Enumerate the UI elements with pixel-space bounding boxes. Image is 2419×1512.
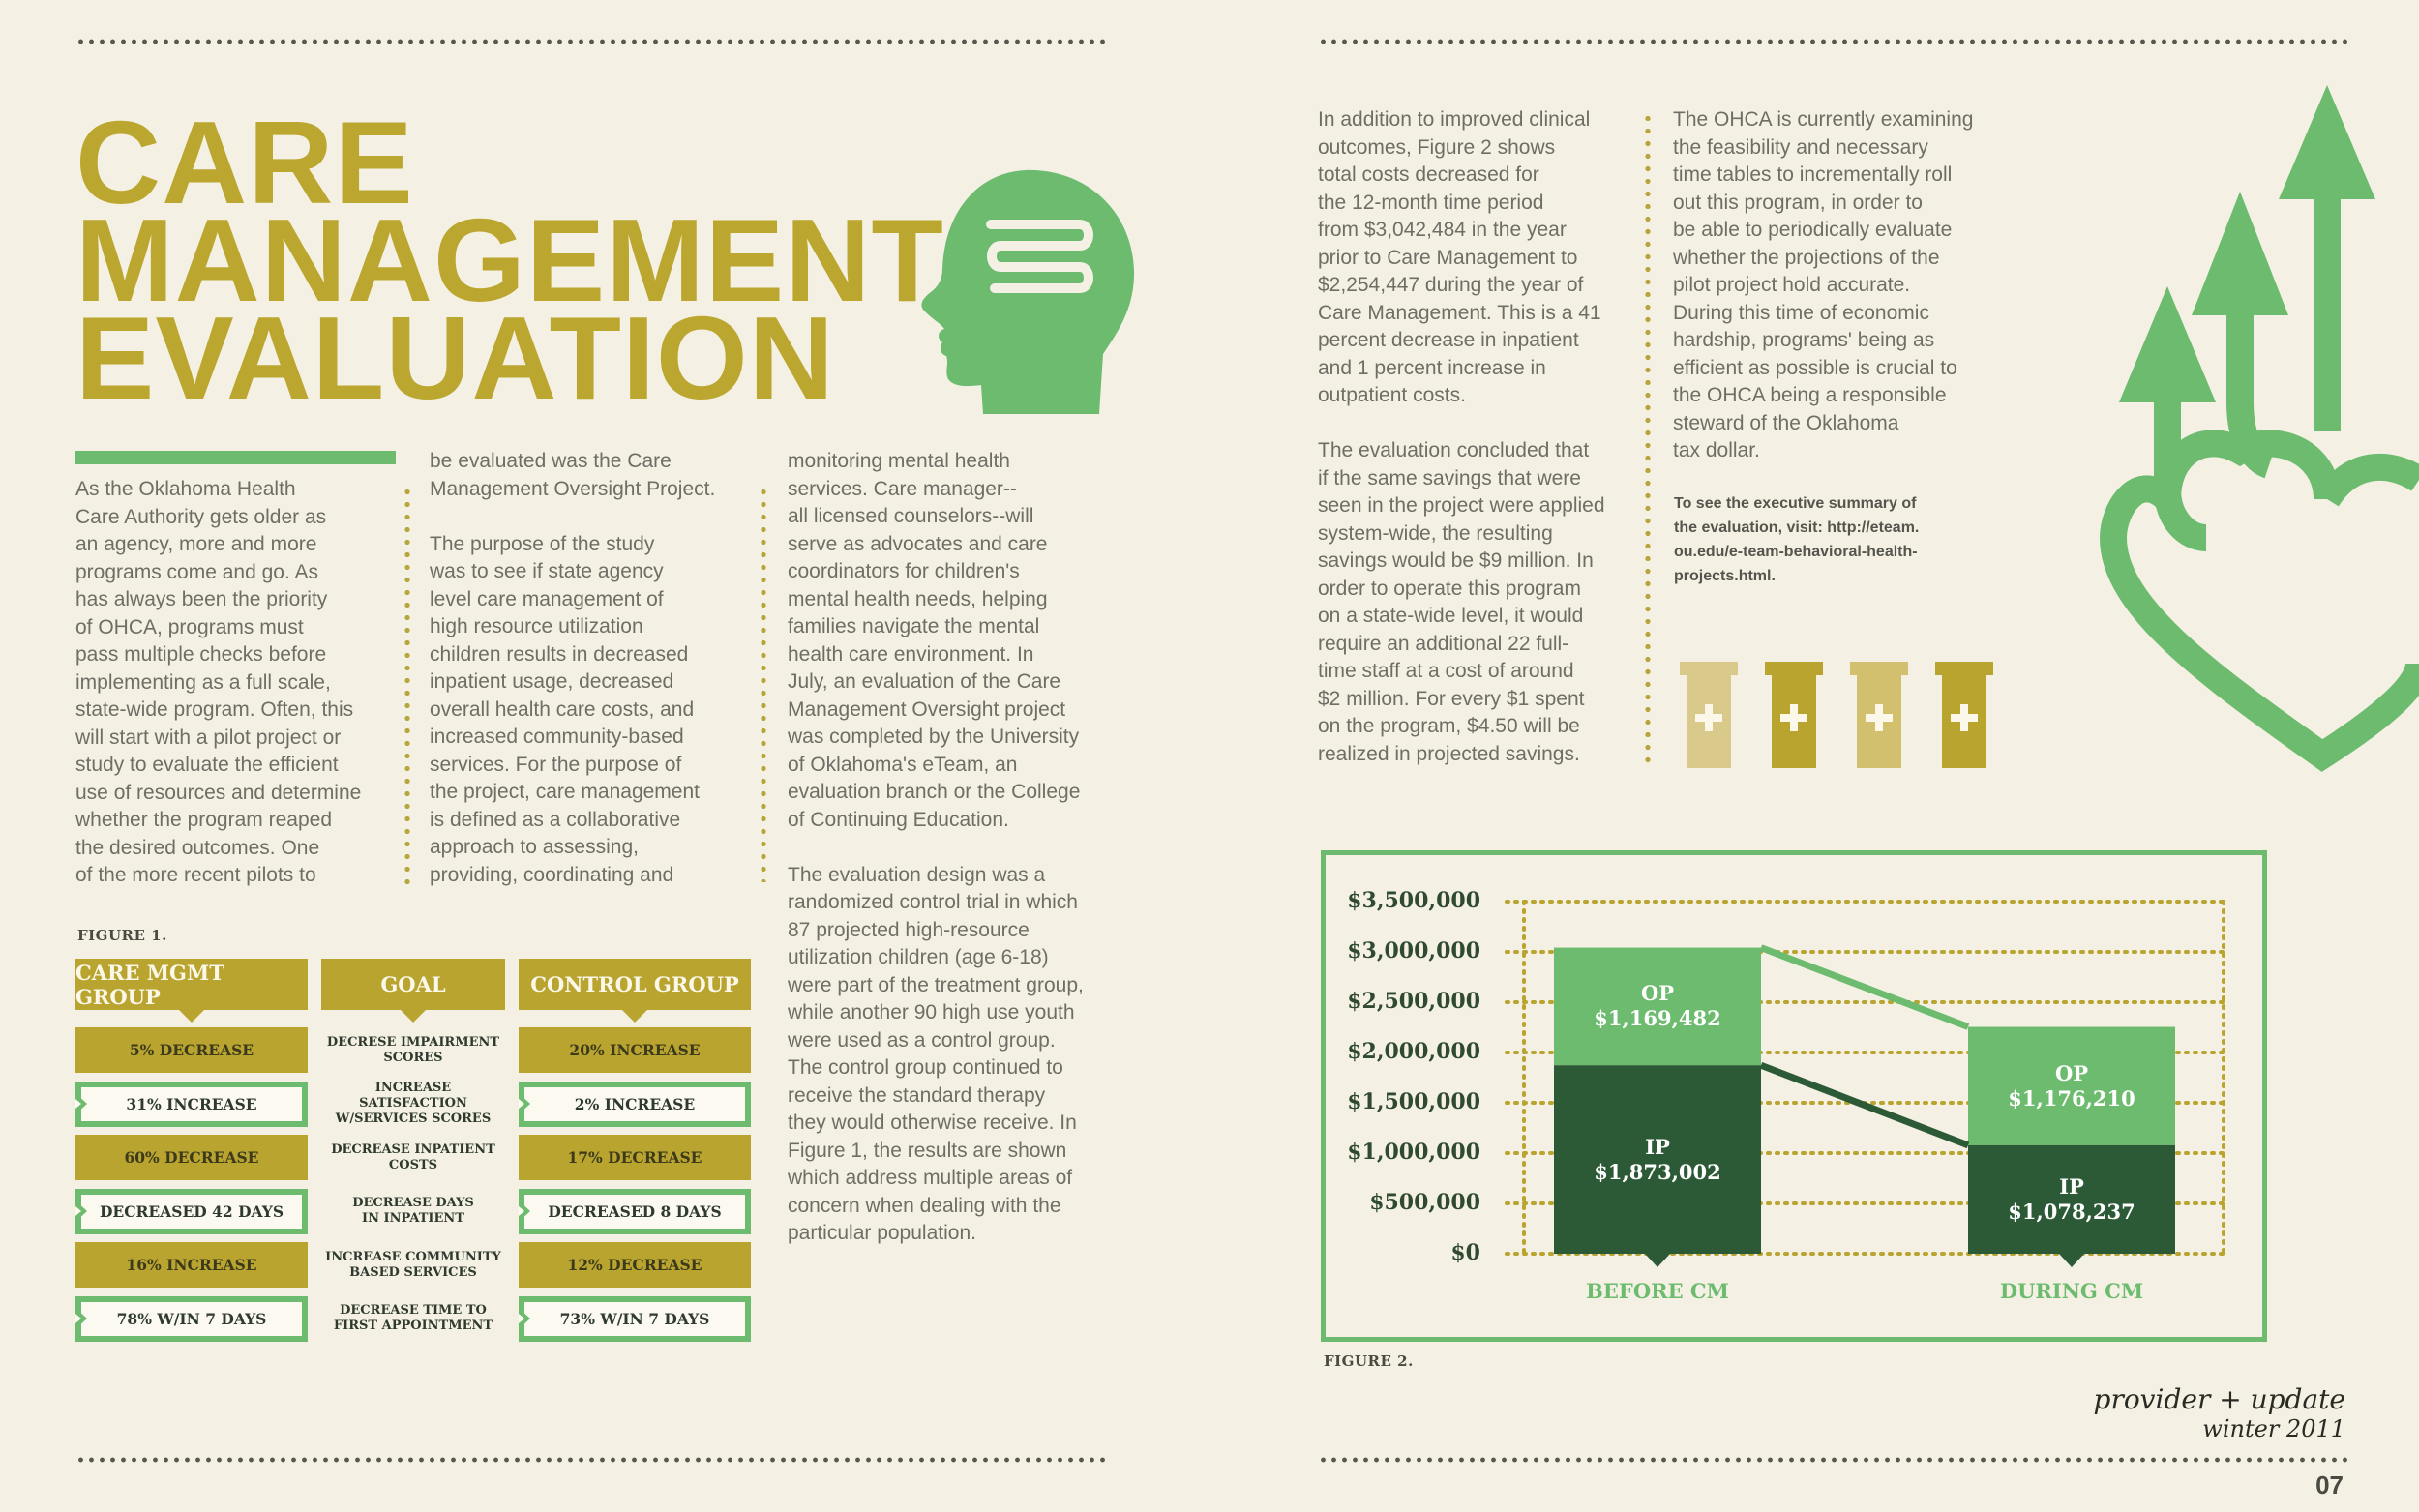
body-column-1: As the Oklahoma Health Care Authority ge… — [75, 478, 362, 886]
page-title: CARE MANAGEMENT EVALUATION — [75, 97, 944, 424]
accent-bar — [75, 451, 396, 464]
bar-ip-series-label: IP — [2059, 1173, 2084, 1199]
goal-cell: INCREASE SATISFACTION W/SERVICES SCORES — [335, 1081, 492, 1126]
y-tick-label: $500,000 — [1369, 1190, 1480, 1215]
bar-ip-value-label: $1,873,002 — [1594, 1159, 1721, 1184]
bar-pointer — [2059, 1254, 2084, 1267]
y-tick-label: $0 — [1450, 1240, 1480, 1265]
care-group-cell: 78% W/IN 7 DAYS — [75, 1295, 308, 1342]
page-number: 07 — [2315, 1470, 2344, 1499]
op-connector-line — [1759, 944, 1970, 1030]
goal-cell: DECRESE IMPAIRMENT SCORES — [326, 1034, 500, 1065]
title-line-3: EVALUATION — [75, 292, 835, 424]
y-tick-label: $3,000,000 — [1347, 938, 1480, 964]
figure-2-chart — [1505, 900, 2225, 1267]
bar-ip-series-label: IP — [1645, 1134, 1670, 1159]
column-divider — [761, 486, 766, 882]
y-tick-label: $1,000,000 — [1347, 1140, 1480, 1165]
control-group-cell: 73% W/IN 7 DAYS — [519, 1295, 751, 1342]
body-column-3: monitoring mental health services. Care … — [788, 450, 1084, 1244]
figure-2-label: FIGURE 2. — [1324, 1352, 1414, 1370]
publication-brand: provider + update winter 2011 — [2094, 1385, 2345, 1443]
bar-op — [1554, 947, 1761, 1066]
bottom-rule-right — [1318, 1457, 2353, 1463]
body-column-5: The OHCA is currently examining the feas… — [1673, 108, 1974, 461]
bar-op — [1968, 1026, 2175, 1145]
care-group-cell: 31% INCREASE — [75, 1081, 308, 1127]
heart-arrows-icon — [2100, 85, 2419, 772]
figure1-header-goal: GOAL — [321, 959, 505, 1023]
ip-connector-line — [1759, 1061, 1970, 1149]
head-icon — [921, 169, 1135, 414]
y-tick-label: $2,500,000 — [1347, 989, 1480, 1014]
y-tick-label: $1,500,000 — [1347, 1089, 1480, 1114]
bar-ip-value-label: $1,078,237 — [2008, 1199, 2135, 1224]
care-group-cell: 16% INCREASE — [75, 1242, 308, 1288]
bar-op-series-label: OP — [2054, 1060, 2089, 1085]
bar-op-value-label: $1,169,482 — [1594, 1006, 1721, 1031]
y-tick-label: $3,500,000 — [1347, 888, 1480, 913]
bar-ip — [1554, 1065, 1761, 1254]
figure-1-label: FIGURE 1. — [77, 927, 167, 944]
bar-pointer — [1645, 1254, 1670, 1267]
care-group-cell: 60% DECREASE — [75, 1135, 308, 1180]
top-rule-right — [1318, 39, 2353, 44]
pill-bottle-icon — [1680, 662, 1993, 768]
figure1-header-control: CONTROL GROUP — [519, 959, 751, 1023]
goal-cell: DECREASE INPATIENT COSTS — [331, 1141, 495, 1172]
bar-op-series-label: OP — [1640, 981, 1675, 1006]
column-divider — [1645, 112, 1651, 770]
title-line-2: MANAGEMENT — [75, 194, 944, 326]
body-column-2: be evaluated was the Care Management Ove… — [430, 450, 716, 886]
goal-cell: DECREASE TIME TO FIRST APPOINTMENT — [333, 1303, 493, 1333]
x-category-label: DURING CM — [1999, 1279, 2144, 1303]
control-group-cell: 12% DECREASE — [519, 1242, 751, 1288]
goal-cell: DECREASE DAYS IN INPATIENT — [352, 1196, 474, 1226]
top-rule-left — [75, 39, 1111, 44]
brand-title: provider + update — [2093, 1383, 2345, 1415]
care-group-cell: 5% DECREASE — [75, 1027, 308, 1073]
x-category-label: BEFORE CM — [1586, 1279, 1729, 1303]
control-group-cell: 17% DECREASE — [519, 1135, 751, 1180]
care-group-cell: DECREASED 42 DAYS — [75, 1188, 308, 1234]
body-column-4: In addition to improved clinical outcome… — [1318, 108, 1605, 765]
bar-ip — [1968, 1144, 2175, 1254]
y-tick-label: $2,000,000 — [1347, 1039, 1480, 1064]
goal-cell: INCREASE COMMUNITY BASED SERVICES — [325, 1249, 501, 1280]
executive-summary-note: To see the executive summary of the eval… — [1674, 495, 1920, 584]
control-group-cell: 20% INCREASE — [519, 1027, 751, 1073]
bar-op-value-label: $1,176,210 — [2008, 1085, 2135, 1111]
column-divider — [404, 486, 410, 890]
brand-issue: winter 2011 — [2202, 1415, 2345, 1442]
control-group-cell: 2% INCREASE — [519, 1081, 751, 1127]
figure1-header-care: CARE MGMT GROUP — [75, 959, 308, 1023]
control-group-cell: DECREASED 8 DAYS — [519, 1188, 751, 1234]
title-line-1: CARE — [75, 97, 414, 228]
figure-2-frame — [1321, 850, 2267, 1342]
bottom-rule-left — [75, 1457, 1111, 1463]
